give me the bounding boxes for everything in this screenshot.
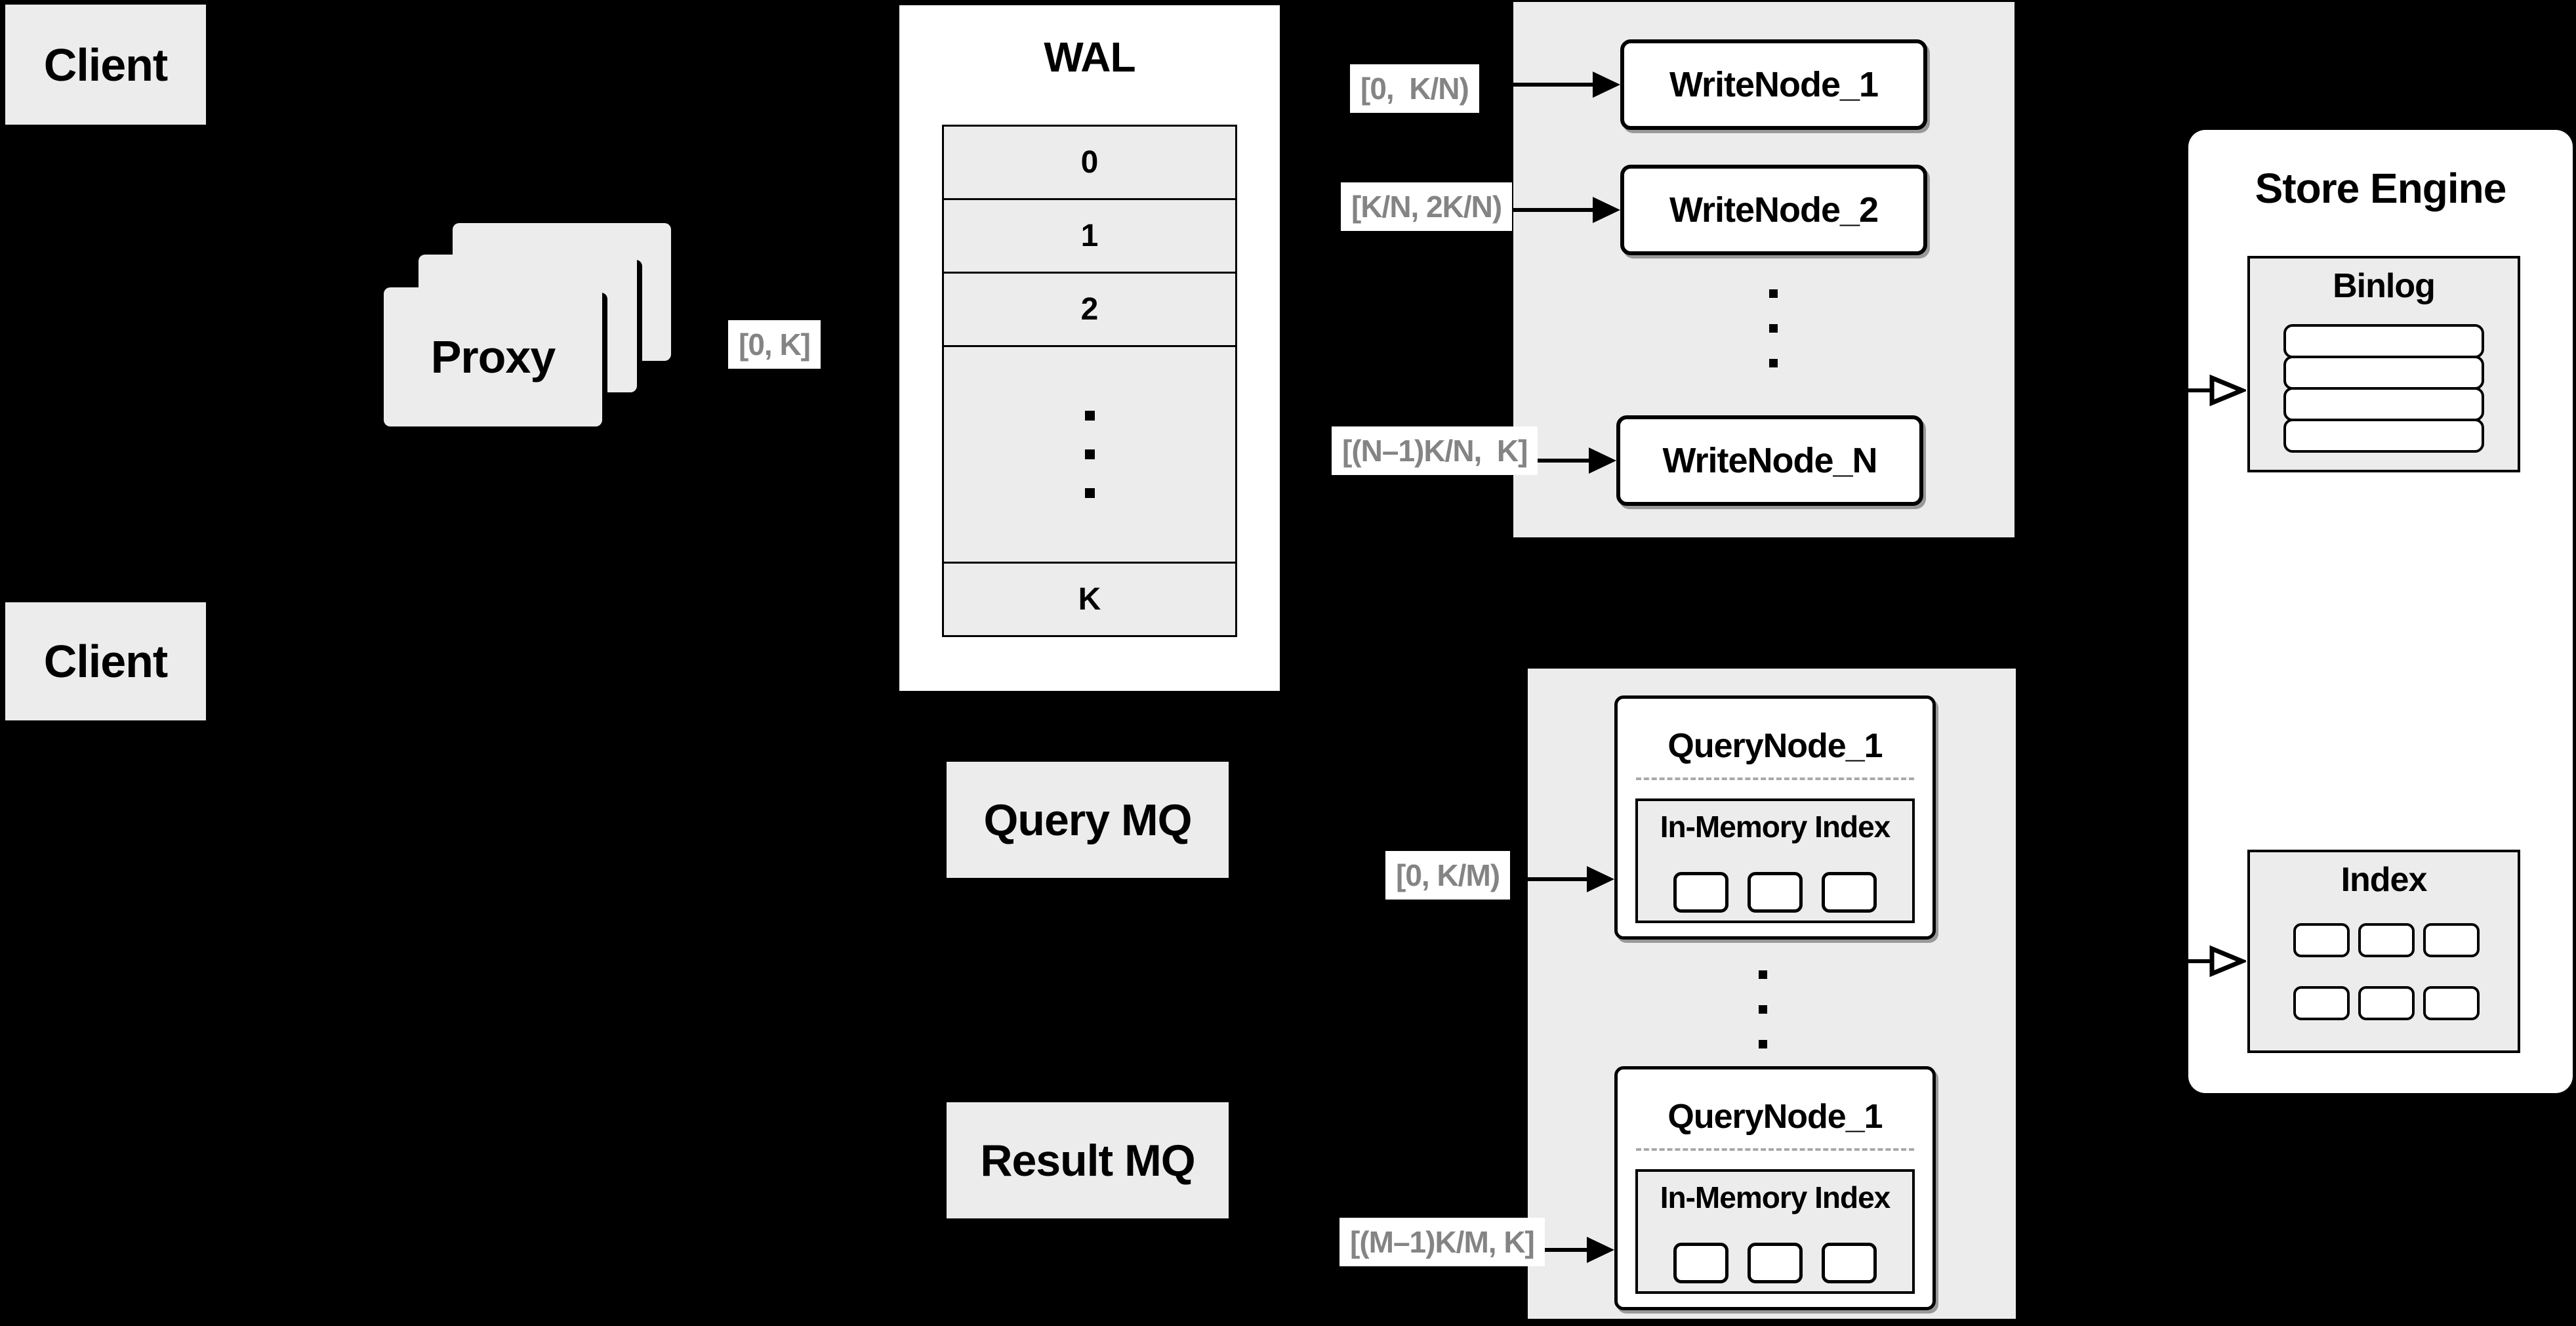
writenode-1-label: WriteNode_1: [1669, 65, 1879, 104]
edge-label-to-writenode-n: [(N–1)K/N, K]: [1332, 426, 1538, 475]
arrow-wal-to-writenode-2: [1513, 197, 1622, 223]
binlog-row: [2283, 419, 2484, 453]
edge-label-to-writenode-1: [0, K/N): [1350, 64, 1479, 113]
querynode-top-divider: [1636, 777, 1914, 780]
index-cell: [2423, 923, 2480, 957]
arrow-querymq-to-querynode-top: [1528, 866, 1616, 892]
writenode-1-box: WriteNode_1: [1620, 39, 1927, 130]
segment-cell: [1822, 1243, 1877, 1283]
querynode-bottom-title: QueryNode_1: [1667, 1098, 1883, 1136]
client-bottom-label: Client: [43, 636, 168, 687]
arrow-wal-to-writenode-n: [1513, 447, 1622, 474]
arrow-binlog-input: [2188, 375, 2247, 406]
arrow-index-input: [2188, 945, 2247, 977]
proxy-card-front: Proxy: [384, 287, 602, 426]
inmemory-index-cells: [1638, 1243, 1912, 1283]
writenode-ellipsis-dots: [1769, 276, 1778, 381]
store-engine-box: Store Engine Binlog Index: [2188, 130, 2573, 1093]
arrow-wal-to-writenode-1: [1513, 72, 1622, 98]
wal-row-0: 0: [942, 125, 1237, 200]
index-cell: [2293, 923, 2350, 957]
binlog-box: Binlog: [2247, 256, 2520, 472]
segment-cell: [1673, 1243, 1728, 1283]
index-cell: [2358, 986, 2415, 1020]
querynode-bottom-box: QueryNode_1 In-Memory Index: [1614, 1066, 1936, 1310]
querynode-top-title: QueryNode_1: [1667, 727, 1883, 765]
edge-label-to-querynode-bottom: [(M–1)K/M, K]: [1339, 1218, 1545, 1266]
query-mq-label: Query MQ: [983, 795, 1193, 845]
wal-row-2: 2: [942, 272, 1237, 347]
wal-ellipsis-dots: [1084, 396, 1095, 512]
inmemory-index-title: In-Memory Index: [1660, 810, 1891, 844]
result-mq-label: Result MQ: [980, 1135, 1195, 1186]
arrow-resultmq-to-querynode-bottom: [1528, 1237, 1616, 1263]
segment-cell: [1748, 1243, 1803, 1283]
client-bottom-box: Client: [5, 602, 206, 720]
edge-label-proxy-to-wal: [0, K]: [728, 320, 821, 369]
querynode-group: QueryNode_1 In-Memory Index QueryNode_1 …: [1528, 669, 2016, 1319]
index-box: Index: [2247, 850, 2520, 1053]
edge-label-to-querynode-top: [0, K/M): [1385, 851, 1511, 900]
wal-row-ellipsis: [942, 345, 1237, 564]
index-cell: [2423, 986, 2480, 1020]
wal-box: WAL 0 1 2 K: [897, 3, 1282, 693]
query-mq-box: Query MQ: [947, 762, 1229, 878]
writenode-group: WriteNode_1 WriteNode_2 WriteNode_N: [1513, 2, 2014, 537]
proxy-label: Proxy: [430, 331, 556, 383]
wal-title: WAL: [1044, 33, 1135, 81]
index-cell: [2293, 986, 2350, 1020]
writenode-n-label: WriteNode_N: [1662, 441, 1877, 480]
binlog-title: Binlog: [2333, 267, 2436, 305]
inmemory-index-cells: [1638, 872, 1912, 913]
querynode-bottom-inmemory-index: In-Memory Index: [1635, 1169, 1915, 1294]
querynode-bottom-divider: [1636, 1148, 1914, 1151]
store-engine-title: Store Engine: [2255, 165, 2507, 212]
writenode-2-box: WriteNode_2: [1620, 165, 1927, 255]
writenode-2-label: WriteNode_2: [1669, 190, 1879, 230]
binlog-row: [2283, 324, 2484, 358]
binlog-row: [2283, 356, 2484, 390]
wal-row-1: 1: [942, 198, 1237, 274]
edge-label-to-writenode-2: [K/N, 2K/N): [1341, 182, 1513, 231]
querynode-top-inmemory-index: In-Memory Index: [1635, 798, 1915, 923]
wal-rows: 0 1 2 K: [942, 125, 1237, 637]
segment-cell: [1822, 872, 1877, 913]
segment-cell: [1748, 872, 1803, 913]
binlog-row: [2283, 387, 2484, 421]
index-cell: [2358, 923, 2415, 957]
segment-cell: [1673, 872, 1728, 913]
result-mq-box: Result MQ: [947, 1102, 1229, 1218]
wal-row-k: K: [942, 562, 1237, 637]
querynode-top-box: QueryNode_1 In-Memory Index: [1614, 695, 1936, 940]
querynode-ellipsis-dots: [1759, 957, 1767, 1062]
index-cells: [2281, 923, 2491, 1020]
writenode-n-box: WriteNode_N: [1616, 415, 1923, 506]
inmemory-index-title: In-Memory Index: [1660, 1180, 1891, 1214]
client-top-box: Client: [5, 5, 206, 125]
binlog-rows: [2250, 324, 2518, 453]
client-top-label: Client: [43, 39, 168, 91]
index-title: Index: [2341, 861, 2428, 899]
